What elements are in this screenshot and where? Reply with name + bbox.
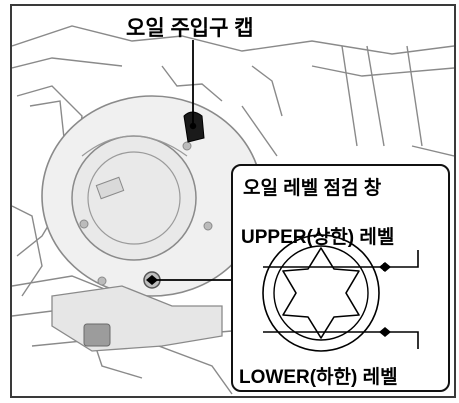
footpeg [83,323,111,347]
oil-fill-cap-label: 오일 주입구 캡 [126,17,254,40]
window-star-mark [282,247,360,339]
illustration-frame: 오일 주입구 캡 오일 레벨 점검 창 UPPER(상한) 레벨 LOWER(하… [10,4,456,398]
upper-callout-leader [385,250,419,268]
sight-glass-diagram [262,234,419,352]
lower-level-label: LOWER(하한) 레벨 [239,367,398,388]
upper-level-label: UPPER(상한) 레벨 [241,227,395,248]
crankcase-lower [51,285,223,352]
lower-callout-leader [385,331,419,349]
engine-illustration [12,25,454,395]
oil-level-window-label: 오일 레벨 점검 창 [243,178,382,199]
oil-level-window-inset: 오일 레벨 점검 창 UPPER(상한) 레벨 LOWER(하한) 레벨 [231,164,450,392]
clutch-cover [71,135,197,261]
